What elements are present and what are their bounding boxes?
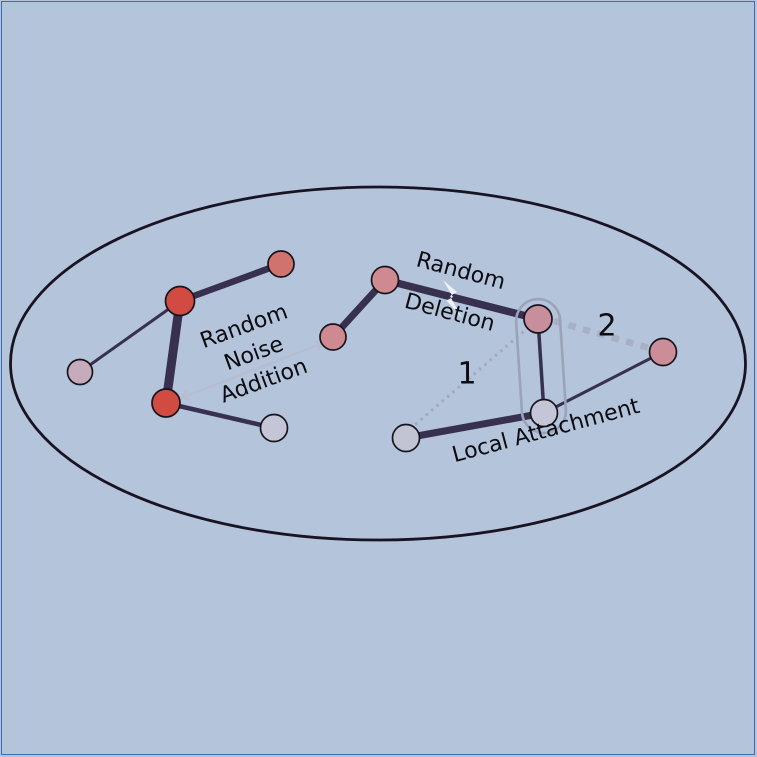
edge-n7-n8-random-deletion	[381, 276, 542, 323]
edge-n10-n9	[402, 409, 548, 442]
node-n9	[529, 398, 559, 428]
node-n10	[391, 423, 421, 453]
node-n4	[151, 388, 181, 418]
system-boundary-ellipse	[9, 185, 747, 542]
candidate-edge-1-dotted	[409, 325, 530, 431]
edge-n2-n3	[176, 260, 285, 305]
candidate-edge-2-dashed	[553, 317, 650, 352]
arrowhead-left-icon	[178, 390, 191, 401]
edge-n9-n11	[542, 350, 665, 415]
edge-n1-n2	[78, 299, 182, 374]
edge-n8-n9	[536, 317, 546, 415]
node-n1	[66, 358, 94, 386]
edge-n2-n4	[161, 296, 185, 408]
local-attachment-outline	[514, 297, 568, 435]
candidate-edge-1-number: 1	[457, 356, 477, 392]
node-n11	[648, 337, 678, 367]
node-n2	[164, 285, 196, 317]
node-n6	[319, 323, 347, 351]
node-n5	[259, 413, 289, 443]
node-n8	[523, 304, 553, 334]
node-n3	[267, 250, 295, 278]
candidate-edge-2-number: 2	[597, 308, 617, 344]
edge-n4-n5	[163, 400, 277, 431]
node-n7	[370, 265, 400, 295]
